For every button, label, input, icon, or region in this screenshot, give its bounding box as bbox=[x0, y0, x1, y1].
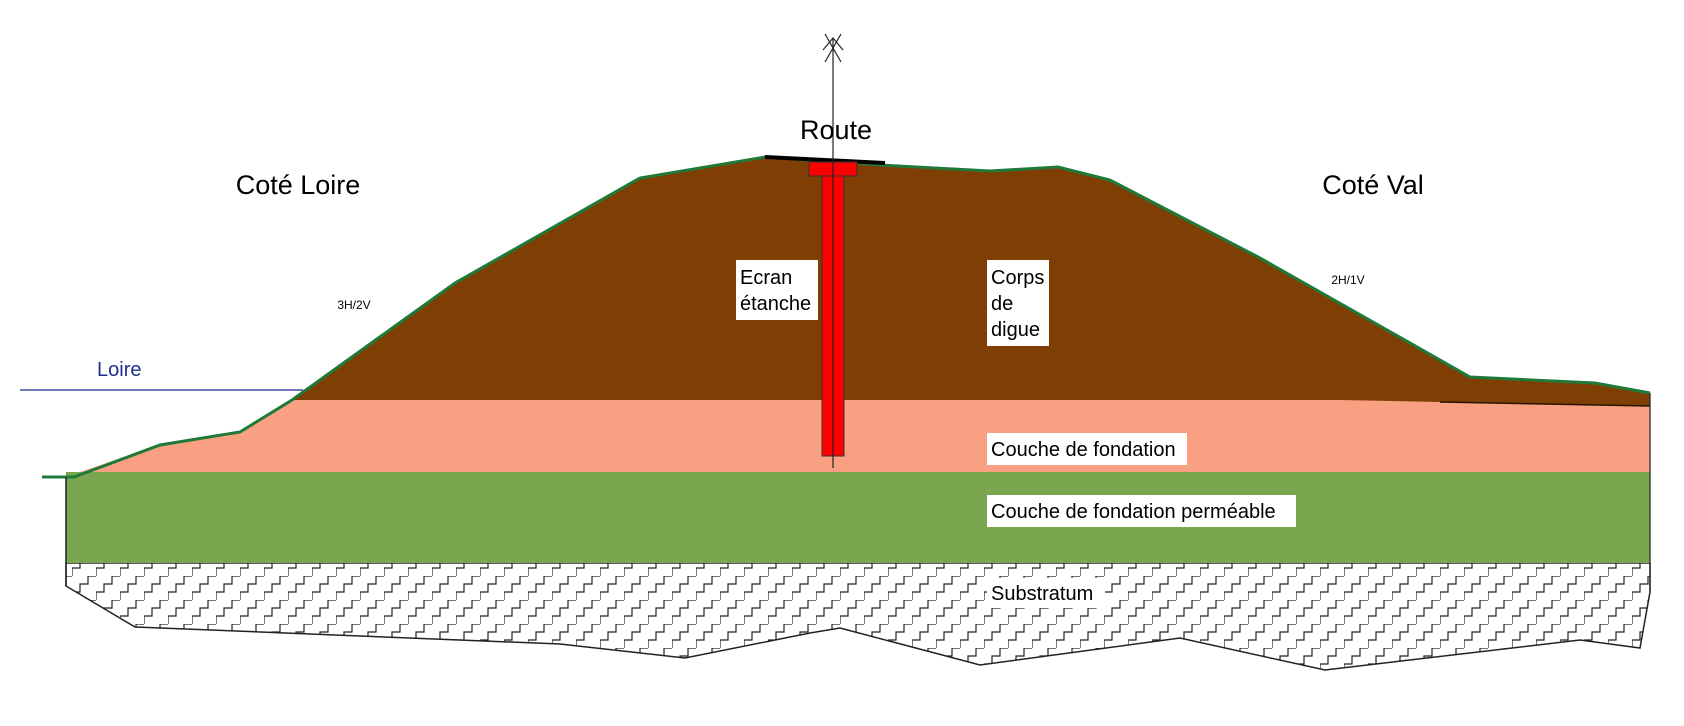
permeable-label: Couche de fondation perméable bbox=[991, 501, 1276, 523]
embankment-label-line2: de bbox=[991, 293, 1013, 315]
road-surface bbox=[764, 155, 886, 165]
embankment-label-line1: Corps bbox=[991, 267, 1044, 289]
side-left-label: Coté Loire bbox=[236, 170, 361, 200]
road-label: Route bbox=[800, 115, 872, 145]
axis-arrow-icon bbox=[822, 33, 844, 63]
cutoff-wall-label-line2: étanche bbox=[740, 293, 811, 315]
side-right-label: Coté Val bbox=[1322, 170, 1424, 200]
bedrock-label-box bbox=[987, 578, 1105, 608]
foundation-label: Couche de fondation bbox=[991, 439, 1176, 461]
foundation-label-box bbox=[987, 433, 1187, 465]
bedrock-label: Substratum bbox=[991, 583, 1093, 605]
slope-left-label: 3H/2V bbox=[337, 298, 370, 312]
river-label: Loire bbox=[97, 359, 141, 381]
permeable-label-box bbox=[987, 495, 1296, 527]
slope-right-label: 2H/1V bbox=[1331, 273, 1364, 287]
substratum-layer bbox=[65, 562, 1651, 671]
embankment-body bbox=[292, 157, 1650, 406]
cutoff-wall-label-line1: Ecran bbox=[740, 267, 792, 289]
permeable-foundation-layer bbox=[66, 472, 1650, 563]
foundation-layer bbox=[80, 400, 1650, 472]
embankment-label-line3: digue bbox=[991, 319, 1040, 341]
right-surface-line bbox=[1439, 401, 1651, 407]
cutoff-wall-label-box bbox=[736, 260, 818, 320]
embankment-label-box bbox=[987, 260, 1049, 346]
